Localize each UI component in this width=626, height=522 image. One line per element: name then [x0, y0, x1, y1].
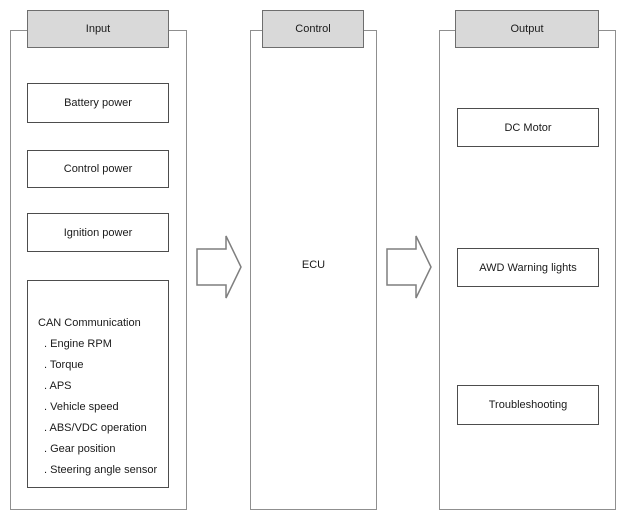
box-control-power: Control power — [27, 150, 169, 188]
box-ignition-power: Ignition power — [27, 213, 169, 252]
can-item-vehicle-speed: . Vehicle speed — [44, 401, 119, 413]
box-troubleshooting: Troubleshooting — [457, 385, 599, 425]
arrow-input-to-control-icon — [196, 235, 242, 299]
can-item-abs-vdc-operation: . ABS/VDC operation — [44, 422, 147, 434]
box-dc-motor: DC Motor — [457, 108, 599, 147]
control-header: Control — [262, 10, 364, 48]
output-header: Output — [455, 10, 599, 48]
can-communication-title: CAN Communication — [38, 317, 141, 329]
box-battery-power: Battery power — [27, 83, 169, 123]
arrow-control-to-output-icon — [386, 235, 432, 299]
can-item-torque: . Torque — [44, 359, 84, 371]
can-item-gear-position: . Gear position — [44, 443, 116, 455]
input-header: Input — [27, 10, 169, 48]
can-item-engine-rpm: . Engine RPM — [44, 338, 112, 350]
can-item-aps: . APS — [44, 380, 72, 392]
box-awd-warning-lights: AWD Warning lights — [457, 248, 599, 287]
control-section-container — [250, 30, 377, 510]
box-can-communication: CAN Communication . Engine RPM . Torque … — [27, 280, 169, 488]
can-item-steering-angle-sensor: . Steering angle sensor — [44, 464, 158, 476]
ecu-label: ECU — [301, 259, 326, 271]
